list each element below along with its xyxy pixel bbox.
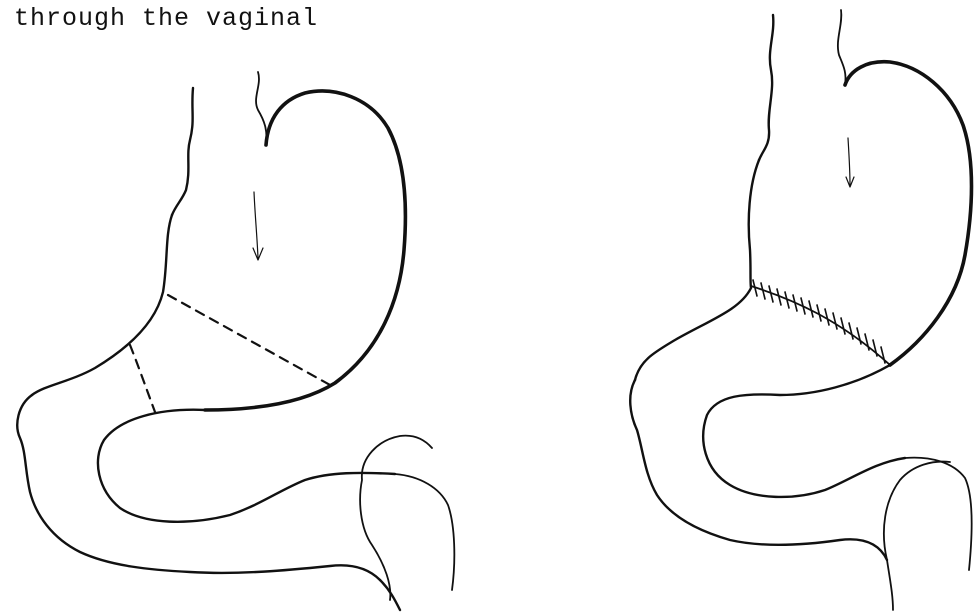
esophagus-left-wall [759, 15, 773, 160]
antrum-outer-edge [630, 380, 887, 560]
greater-curvature [845, 62, 972, 365]
duodenum-inner-loop [98, 410, 395, 522]
duodenum-inner-loop [703, 365, 905, 497]
flow-arrow-shaft [848, 138, 850, 185]
lesser-curvature [635, 160, 759, 380]
esophagus-right-wall [838, 10, 846, 85]
lesser-curvature [32, 215, 172, 395]
esophagus-left-wall [172, 88, 193, 215]
esophagus-right-wall [256, 72, 266, 145]
incision-line-lower [130, 345, 155, 412]
suture-stitches [753, 280, 885, 363]
intestine-loop [884, 462, 950, 610]
intestine-right-edge [905, 458, 972, 570]
incision-line-upper [168, 295, 330, 385]
diagram-before-resection [0, 0, 480, 614]
stomach-drawing-before [0, 0, 480, 614]
intestine-loop [360, 436, 432, 600]
diagram-after-resection [495, 0, 975, 614]
antrum-outer-edge [17, 395, 380, 580]
intestine-right-edge [395, 474, 454, 590]
flow-arrow-shaft [254, 192, 258, 258]
greater-curvature [205, 91, 405, 410]
stomach-drawing-after [495, 0, 975, 614]
